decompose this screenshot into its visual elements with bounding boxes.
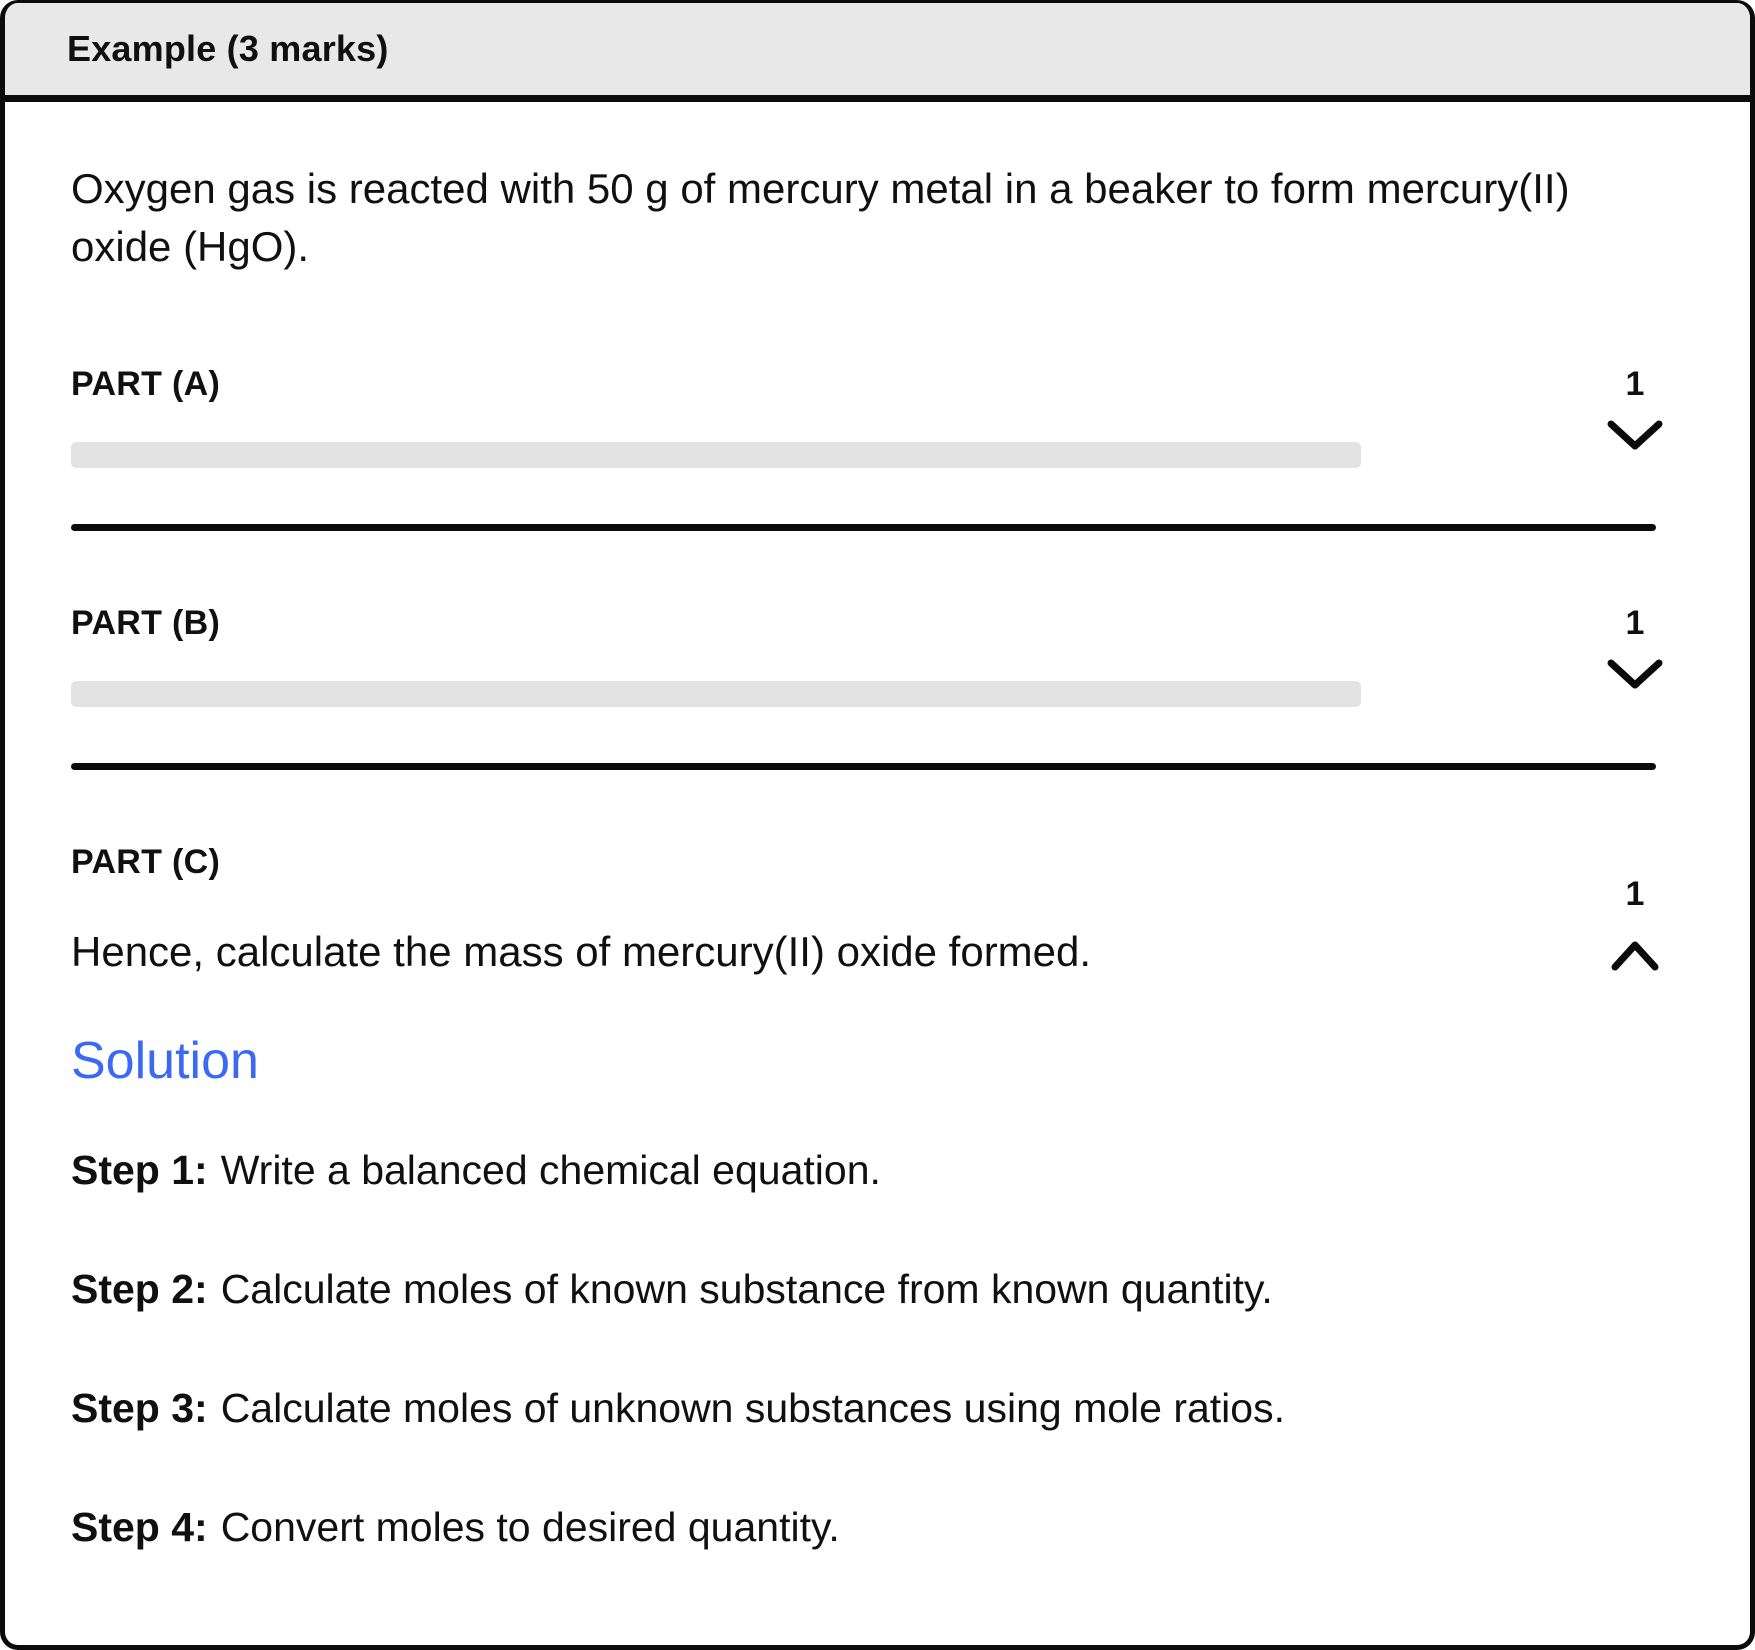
step-item: Step 3: Calculate moles of unknown substa…	[71, 1384, 1684, 1433]
solution-steps: Step 1: Write a balanced chemical equatio…	[71, 1146, 1684, 1552]
part-c-marks-badge: 1	[1625, 874, 1645, 913]
part-a-label: PART (A)	[71, 364, 221, 403]
step-text: Calculate moles of unknown substances us…	[220, 1384, 1285, 1431]
part-a-header-row[interactable]: PART (A) 1	[71, 364, 1684, 468]
step-item: Step 1: Write a balanced chemical equatio…	[71, 1146, 1684, 1195]
chevron-up-icon[interactable]	[1610, 940, 1660, 972]
example-card-header: Example (3 marks)	[5, 3, 1750, 102]
step-item: Step 4: Convert moles to desired quantity…	[71, 1503, 1684, 1552]
part-c-section: PART (C) Hence, calculate the mass of me…	[71, 842, 1684, 1552]
section-divider	[71, 523, 1656, 531]
section-divider	[71, 762, 1656, 770]
part-b-marks-badge: 1	[1625, 603, 1645, 642]
chevron-down-icon[interactable]	[1606, 419, 1664, 451]
example-card-title: Example (3 marks)	[67, 28, 389, 69]
part-a-marks-badge: 1	[1625, 364, 1645, 403]
question-intro-text: Oxygen gas is reacted with 50 g of mercu…	[71, 165, 1570, 270]
step-label: Step 4:	[71, 1503, 208, 1550]
part-b-section: PART (B) 1	[71, 603, 1684, 707]
part-b-label: PART (B)	[71, 603, 221, 642]
part-b-header-row[interactable]: PART (B) 1	[71, 603, 1684, 707]
answer-placeholder-bar	[71, 680, 1361, 707]
solution-heading: Solution	[71, 1031, 259, 1090]
part-c-question-text: Hence, calculate the mass of mercury(II)…	[71, 927, 1092, 975]
step-label: Step 3:	[71, 1384, 208, 1431]
step-text: Write a balanced chemical equation.	[220, 1146, 881, 1193]
step-label: Step 1:	[71, 1146, 208, 1193]
part-c-label: PART (C)	[71, 842, 221, 881]
step-text: Convert moles to desired quantity.	[220, 1503, 840, 1550]
example-card-body: Oxygen gas is reacted with 50 g of mercu…	[5, 102, 1750, 1645]
part-a-section: PART (A) 1	[71, 364, 1684, 468]
step-label: Step 2:	[71, 1265, 208, 1312]
chevron-down-icon[interactable]	[1606, 658, 1664, 690]
answer-placeholder-bar	[71, 441, 1361, 468]
step-item: Step 2: Calculate moles of known substanc…	[71, 1265, 1684, 1314]
step-text: Calculate moles of known substance from …	[220, 1265, 1273, 1312]
part-c-header-row[interactable]: PART (C) Hence, calculate the mass of me…	[71, 842, 1684, 976]
